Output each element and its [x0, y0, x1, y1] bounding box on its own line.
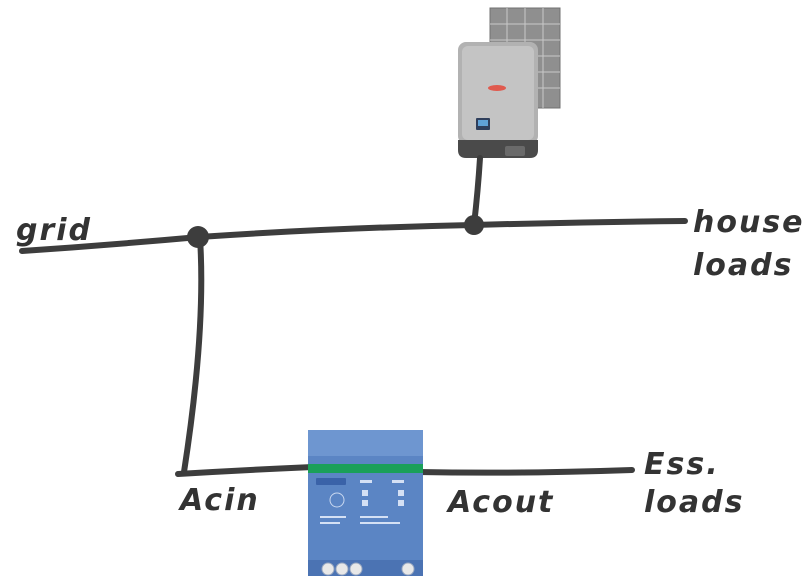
inverter-charger-icon — [308, 430, 423, 576]
house-loads-label-line2: loads — [693, 248, 793, 283]
ess-loads-label-line1: Ess. — [644, 447, 720, 482]
ess-loads-label-line2: loads — [644, 485, 744, 520]
pv-junction-node — [464, 215, 484, 235]
ac-in-label: Acin — [178, 483, 260, 518]
house-loads-label-line1: house — [693, 205, 803, 240]
main-bus-wire — [19, 218, 688, 254]
pv-inverter-icon — [458, 42, 538, 158]
grid-junction-node — [187, 226, 209, 248]
grid-label: grid — [16, 213, 92, 248]
acout-wire — [415, 467, 635, 476]
wires — [19, 155, 688, 477]
ac-out-label: Acout — [446, 485, 554, 520]
pv-drop-wire — [471, 155, 483, 228]
acin-wire — [175, 464, 316, 477]
acin-drop-wire — [181, 235, 205, 475]
